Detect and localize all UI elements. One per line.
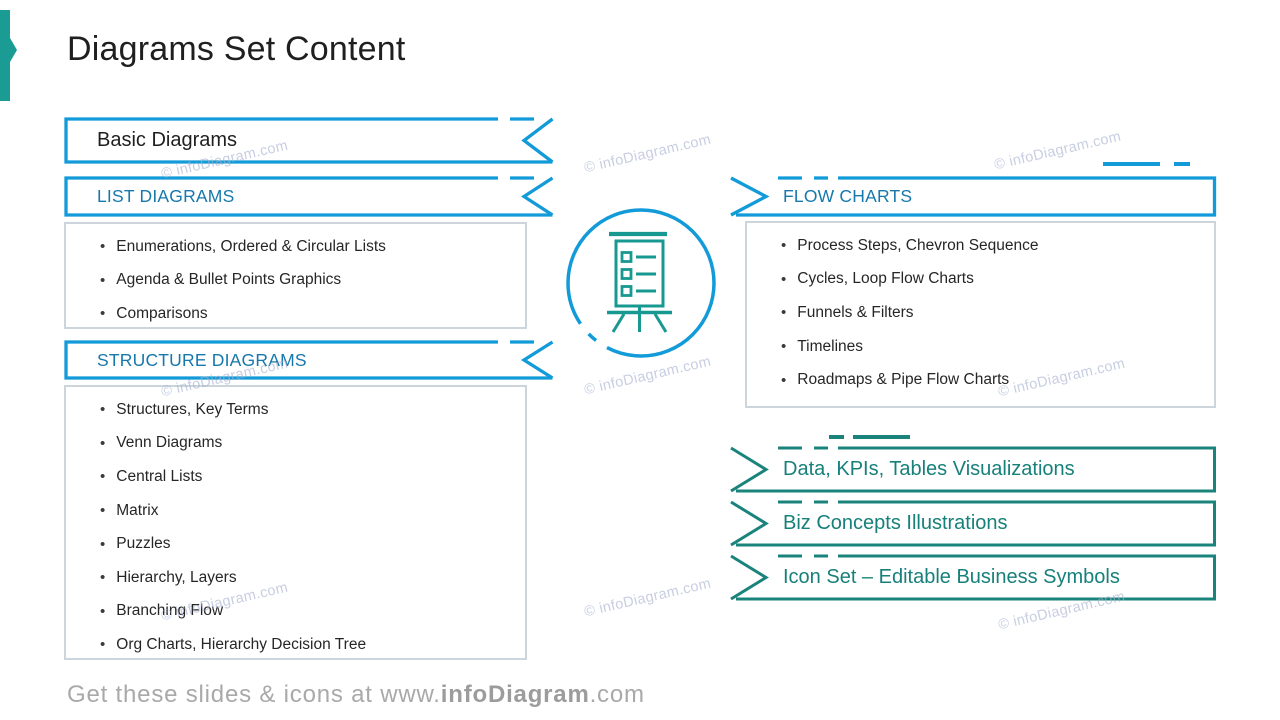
structure-diagrams-items: Structures, Key Terms Venn Diagrams Cent… (66, 387, 525, 662)
list-item: Hierarchy, Layers (100, 561, 517, 595)
list-item-text: Comparisons (116, 304, 208, 322)
banner-data-kpis (730, 446, 1216, 493)
list-item-text: Enumerations, Ordered & Circular Lists (116, 237, 386, 255)
list-item-text: Puzzles (116, 535, 171, 553)
banner-biz-concepts (730, 500, 1216, 547)
flipchart-checklist-icon (566, 208, 716, 358)
list-diagrams-items: Enumerations, Ordered & Circular Lists A… (66, 224, 525, 331)
list-item-text: Branching Flow (116, 602, 224, 620)
list-item-text: Timelines (797, 337, 864, 355)
flow-charts-box: Process Steps, Chevron Sequence Cycles, … (745, 221, 1216, 408)
dash-decoration (853, 435, 910, 439)
list-item-text: Venn Diagrams (116, 434, 223, 452)
list-item-text: Structures, Key Terms (116, 400, 269, 418)
list-item-text: Process Steps, Chevron Sequence (797, 236, 1039, 254)
list-item: Org Charts, Hierarchy Decision Tree (100, 628, 517, 662)
flow-charts-items: Process Steps, Chevron Sequence Cycles, … (747, 223, 1214, 397)
banner-flow-label: FLOW CHARTS (783, 186, 913, 206)
list-item: Puzzles (100, 527, 517, 561)
accent-bar (0, 10, 10, 101)
dash-decoration (829, 435, 844, 439)
list-item: Agenda & Bullet Points Graphics (100, 264, 517, 298)
list-item: Comparisons (100, 297, 517, 331)
page-title: Diagrams Set Content (67, 30, 406, 68)
banner-data-kpis-label: Data, KPIs, Tables Visualizations (783, 458, 1075, 480)
banner-icon-set (730, 554, 1216, 601)
banner-basic-label: Basic Diagrams (97, 129, 238, 151)
footer-prefix: Get these slides & icons at www. (67, 681, 441, 708)
list-item-text: Funnels & Filters (797, 303, 914, 321)
banner-flow-charts (730, 176, 1217, 217)
dash-decoration (1174, 162, 1190, 166)
list-item: Venn Diagrams (100, 427, 517, 461)
list-item: Central Lists (100, 460, 517, 494)
list-diagrams-box: Enumerations, Ordered & Circular Lists A… (64, 222, 527, 329)
banner-icon-set-label: Icon Set – Editable Business Symbols (783, 566, 1120, 588)
list-item: Cycles, Loop Flow Charts (781, 263, 1206, 297)
list-item-text: Agenda & Bullet Points Graphics (116, 271, 342, 289)
footer-note: Get these slides & icons at www.infoDiag… (67, 681, 645, 709)
list-item: Funnels & Filters (781, 296, 1206, 330)
list-item-text: Hierarchy, Layers (116, 568, 237, 586)
banner-biz-concepts-label: Biz Concepts Illustrations (783, 512, 1008, 534)
banner-list-label: LIST DIAGRAMS (97, 186, 235, 206)
footer-suffix: .com (589, 681, 645, 708)
banner-structure-label: STRUCTURE DIAGRAMS (97, 350, 307, 370)
list-item-text: Matrix (116, 501, 159, 519)
list-item-text: Roadmaps & Pipe Flow Charts (797, 371, 1010, 389)
watermark: © infoDiagram.com (582, 131, 713, 177)
list-item-text: Central Lists (116, 467, 203, 485)
list-item-text: Cycles, Loop Flow Charts (797, 270, 974, 288)
list-item: Timelines (781, 330, 1206, 364)
watermark: © infoDiagram.com (992, 128, 1123, 174)
list-item: Enumerations, Ordered & Circular Lists (100, 230, 517, 264)
list-item: Branching Flow (100, 595, 517, 629)
banner-list-diagrams (64, 176, 554, 217)
list-item: Structures, Key Terms (100, 393, 517, 427)
structure-diagrams-box: Structures, Key Terms Venn Diagrams Cent… (64, 385, 527, 660)
watermark: © infoDiagram.com (582, 575, 713, 621)
banner-basic-diagrams (64, 117, 554, 164)
list-item: Roadmaps & Pipe Flow Charts (781, 363, 1206, 397)
accent-arrow-icon (10, 38, 17, 62)
list-item: Process Steps, Chevron Sequence (781, 229, 1206, 263)
list-item-text: Org Charts, Hierarchy Decision Tree (116, 635, 367, 653)
banner-structure-diagrams (64, 340, 554, 380)
list-item: Matrix (100, 494, 517, 528)
dash-decoration (1103, 162, 1160, 166)
footer-brand: infoDiagram (440, 681, 590, 708)
